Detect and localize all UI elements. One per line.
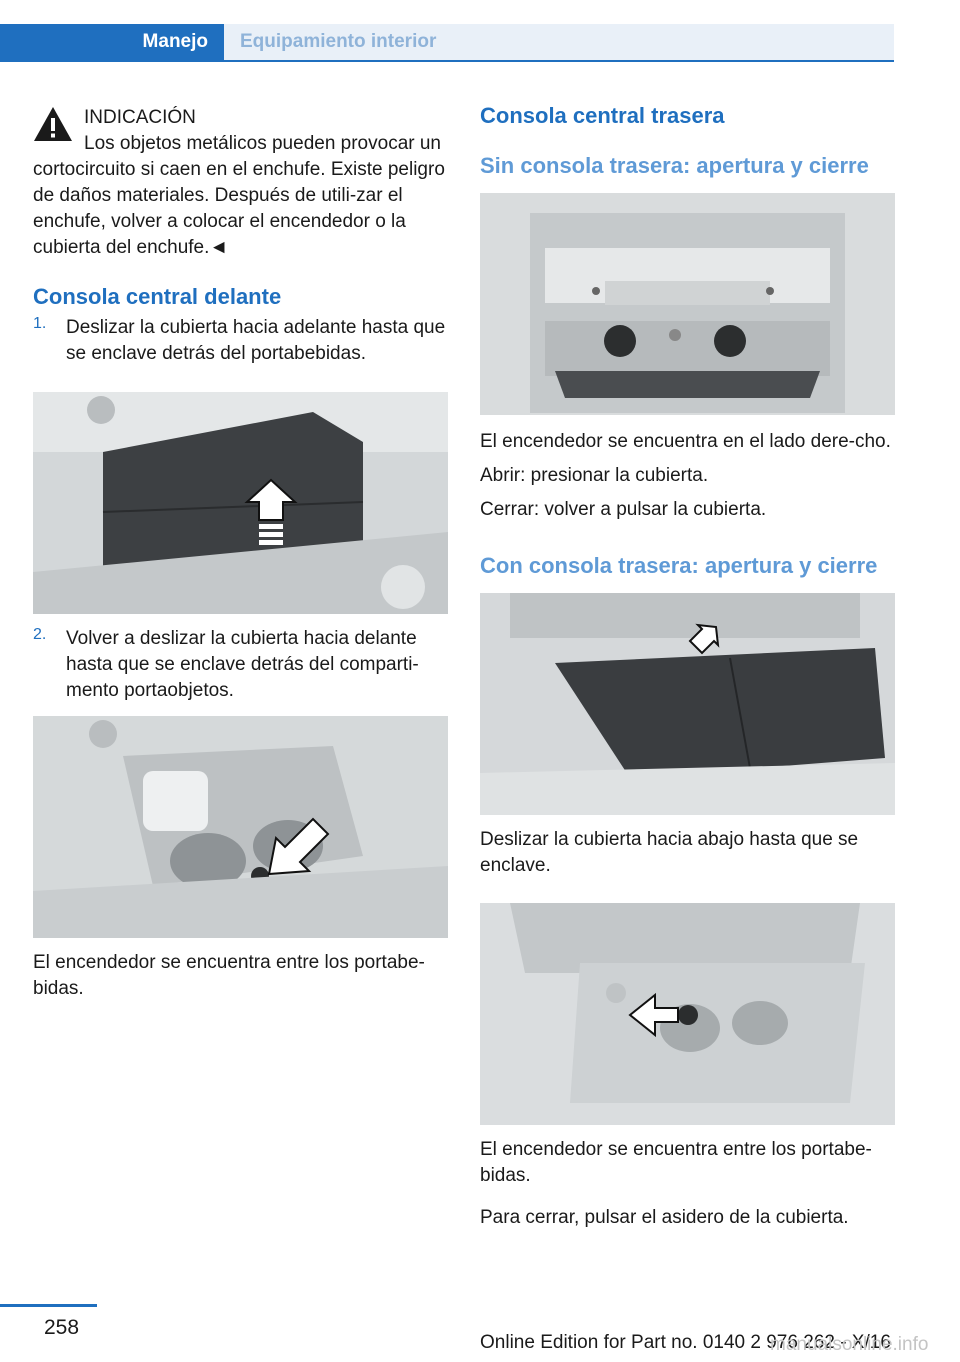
chapter-tabs: Manejo Equipamiento interior (0, 0, 894, 62)
footer-divider (0, 1304, 97, 1307)
tab-manejo[interactable]: Manejo (0, 24, 224, 60)
header-divider (0, 60, 894, 62)
figure-front-cupholders (33, 716, 448, 938)
right-column: Consola central trasera Sin consola tras… (480, 100, 895, 1231)
step-number: 1. (33, 315, 47, 332)
open-instruction: Abrir: presionar la cubierta. (480, 465, 709, 486)
step-1: 1. Deslizar la cubierta hacia adelante h… (33, 315, 448, 367)
step-text: Volver a deslizar la cubierta hacia dela… (66, 628, 419, 701)
warning-text: Los objetos metálicos pueden provocar un… (33, 133, 445, 258)
page-number: 258 (44, 1316, 80, 1339)
right-lighter-text: El encendedor se encuentra en el lado de… (480, 431, 891, 452)
subtitle-with-rear-console: Con consola trasera: apertura y cierre (480, 553, 878, 578)
figure-rear-cupholders (480, 903, 895, 1125)
slide-down-instruction: Deslizar la cubierta hacia abajo hasta q… (480, 829, 859, 876)
close-instruction: Cerrar: volver a pulsar la cubierta. (480, 499, 767, 520)
left-column: INDICACIÓN Los objetos metálicos pueden … (33, 100, 448, 1002)
section-title-rear: Consola central trasera (480, 103, 725, 128)
right-cupholder-lighter-text: El encendedor se encuentra entre los por… (480, 1139, 872, 1186)
watermark: manualsonline.info (770, 1334, 929, 1355)
online-edition-note: Online Edition for Part no. 0140 2 976 2… (480, 1332, 891, 1353)
step-2: 2. Volver a deslizar la cubierta hacia d… (33, 626, 448, 704)
lighter-location-text: El encendedor se encuentra entre los por… (33, 952, 425, 999)
warning-title: INDICACIÓN (84, 107, 196, 128)
step-number: 2. (33, 626, 47, 643)
figure-rear-without-console (480, 193, 895, 415)
tab-equipamiento-interior[interactable]: Equipamiento interior (224, 24, 894, 60)
figure-front-cover-slide (33, 392, 448, 614)
step-text: Deslizar la cubierta hacia adelante hast… (66, 317, 446, 364)
warning-note: INDICACIÓN Los objetos metálicos pueden … (33, 100, 448, 261)
section-title-front: Consola central delante (33, 284, 282, 309)
subtitle-without-rear-console: Sin consola trasera: apertura y cierre (480, 153, 869, 178)
figure-rear-cover-slide (480, 593, 895, 815)
warning-triangle-icon (34, 107, 72, 141)
close-handle-instruction: Para cerrar, pulsar el asidero de la cub… (480, 1207, 849, 1228)
